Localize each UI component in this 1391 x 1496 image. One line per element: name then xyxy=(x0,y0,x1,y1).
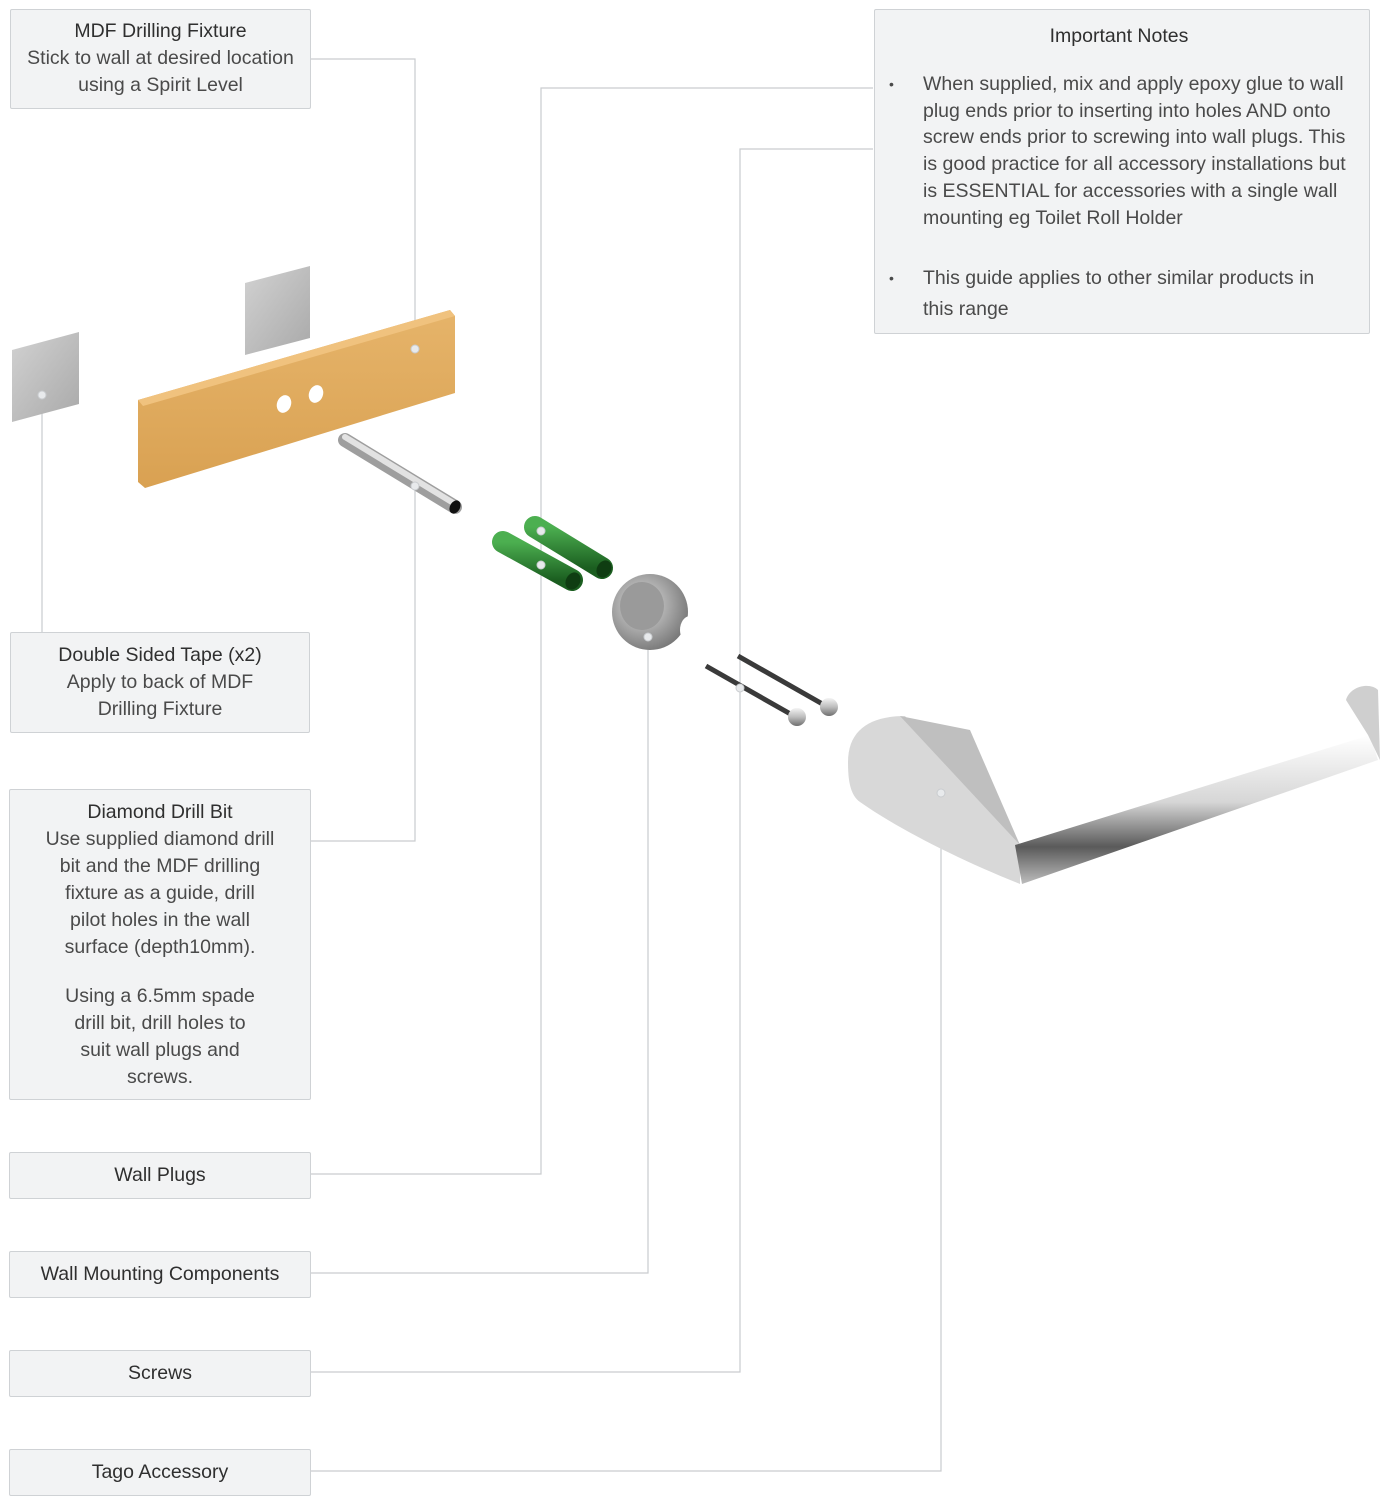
wall-mounting-label: Wall Mounting Components xyxy=(9,1251,311,1298)
wall-plugs-label: Wall Plugs xyxy=(9,1152,311,1199)
drill-bit-line-1: Use supplied diamond drill xyxy=(10,826,310,853)
drill-bit-icon xyxy=(345,437,463,516)
tape-line-1: Apply to back of MDF xyxy=(11,669,309,696)
drill-bit-line-9: screws. xyxy=(10,1064,310,1091)
leader-mdf xyxy=(311,59,415,349)
tape-line-2: Drilling Fixture xyxy=(11,696,309,723)
accessory-title: Tago Accessory xyxy=(92,1459,229,1486)
note-item: • When supplied, mix and apply epoxy glue… xyxy=(889,71,1349,231)
screws-label: Screws xyxy=(9,1350,311,1397)
toilet-roll-holder-icon xyxy=(848,686,1380,884)
leader-accessory xyxy=(311,793,941,1471)
bullet-icon: • xyxy=(889,71,894,98)
note-item: • This guide applies to other similar pro… xyxy=(889,263,1349,325)
drill-bit-line-8: suit wall plugs and xyxy=(10,1037,310,1064)
tape-title: Double Sided Tape (x2) xyxy=(11,642,309,669)
leader-screws-top xyxy=(740,149,873,688)
accessory-label: Tago Accessory xyxy=(9,1449,311,1496)
wall-mount-icon xyxy=(612,574,700,650)
wall-plugs-title: Wall Plugs xyxy=(114,1162,205,1189)
drill-bit-gap xyxy=(10,961,310,983)
note-item-text: When supplied, mix and apply epoxy glue … xyxy=(923,73,1346,229)
drill-bit-line-7: drill bit, drill holes to xyxy=(10,1010,310,1037)
leader-plugs-top xyxy=(541,88,873,531)
drill-bit-line-5: surface (depth10mm). xyxy=(10,934,310,961)
note-item-text: This guide applies to other similar prod… xyxy=(923,267,1314,320)
mdf-fixture-label: MDF Drilling Fixture Stick to wall at de… xyxy=(10,9,311,109)
drill-bit-line-2: bit and the MDF drilling xyxy=(10,853,310,880)
mdf-fixture-title: MDF Drilling Fixture xyxy=(11,18,310,45)
leader-drill xyxy=(311,486,415,841)
mdf-fixture-line-2: using a Spirit Level xyxy=(11,72,310,99)
leader-plugs xyxy=(311,531,541,1174)
drill-bit-line-4: pilot holes in the wall xyxy=(10,907,310,934)
tape-label: Double Sided Tape (x2) Apply to back of … xyxy=(10,632,310,733)
drill-bit-title: Diamond Drill Bit xyxy=(10,799,310,826)
leader-mounting xyxy=(311,637,648,1273)
leader-screws xyxy=(311,688,740,1372)
drill-bit-line-6: Using a 6.5mm spade xyxy=(10,983,310,1010)
mdf-fixture-line-1: Stick to wall at desired location xyxy=(11,45,310,72)
drill-bit-line-3: fixture as a guide, drill xyxy=(10,880,310,907)
screws-title: Screws xyxy=(128,1360,192,1387)
screw-icon xyxy=(706,656,838,726)
bullet-icon: • xyxy=(889,263,894,294)
wall-mounting-title: Wall Mounting Components xyxy=(41,1261,280,1288)
important-notes-title: Important Notes xyxy=(889,23,1349,50)
drill-bit-label: Diamond Drill Bit Use supplied diamond d… xyxy=(9,789,311,1100)
important-notes-list: • When supplied, mix and apply epoxy glue… xyxy=(889,71,1349,325)
important-notes-panel: Important Notes • When supplied, mix and … xyxy=(874,9,1370,334)
wall-plug-icon xyxy=(503,527,615,592)
